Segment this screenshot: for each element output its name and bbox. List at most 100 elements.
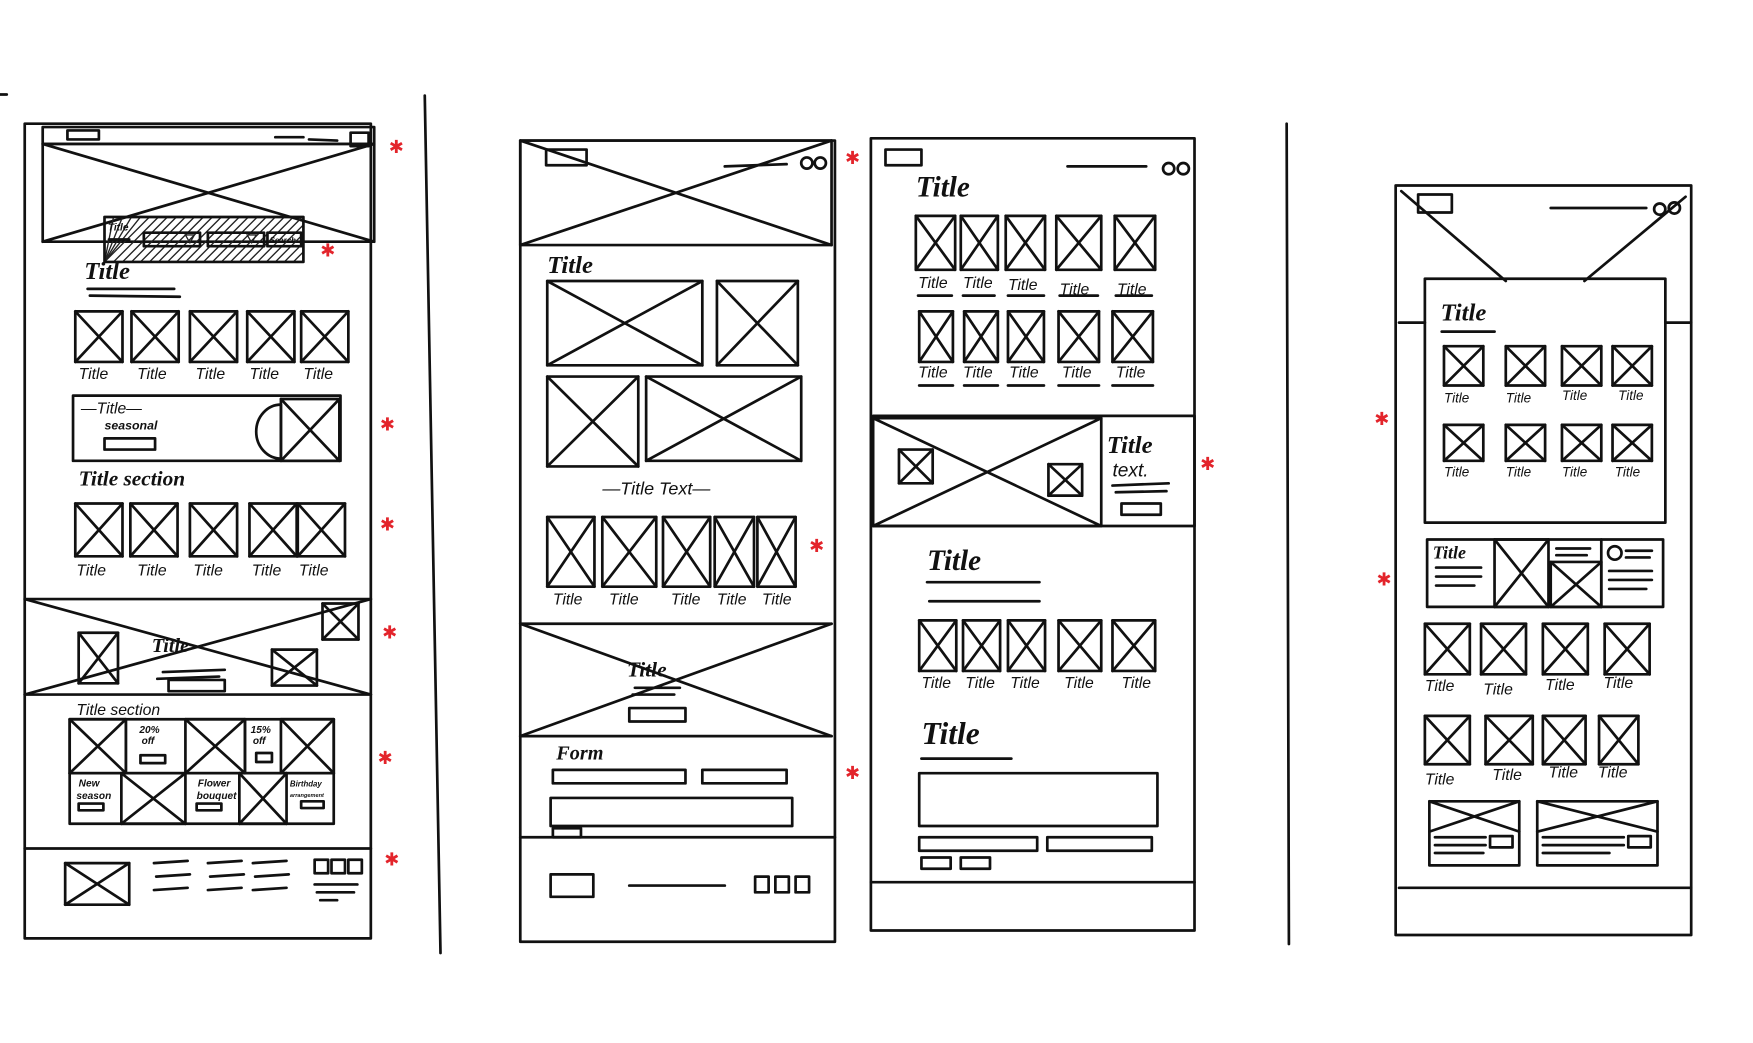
placeholder-frame <box>188 310 239 364</box>
placeholder-cross <box>73 502 124 558</box>
placeholder-cross <box>245 310 296 364</box>
category-label: arrangement <box>290 793 325 799</box>
gallery-image <box>715 279 800 367</box>
placeholder-cross <box>1004 214 1047 272</box>
placeholder-frame <box>1047 462 1084 498</box>
wireframe-4-text: Title Title Title Title Title Title Titl… <box>1425 299 1644 788</box>
promo-button <box>1626 834 1653 849</box>
sketch-line <box>155 675 221 681</box>
product-image <box>1423 714 1472 766</box>
placeholder-frame <box>1484 714 1535 766</box>
banner-button <box>103 436 157 451</box>
banner-image <box>279 397 341 463</box>
placeholder-cross <box>713 515 756 589</box>
sketch-line <box>1111 481 1171 487</box>
placeholder-frame <box>871 416 1103 528</box>
logo-placeholder <box>884 148 923 167</box>
placeholder-cross <box>1006 310 1046 364</box>
product-image <box>1541 714 1587 766</box>
category-button <box>299 799 325 810</box>
placeholder-cross <box>545 515 596 589</box>
card-label: Title <box>1506 390 1531 405</box>
placeholder-cross <box>270 648 319 687</box>
placeholder-cross <box>1560 423 1603 463</box>
offer-button <box>254 751 274 764</box>
annotation-star-icon: ✱ <box>845 763 860 784</box>
placeholder-frame <box>897 448 935 485</box>
category-image <box>238 771 288 826</box>
product-image <box>1423 622 1472 676</box>
account-icon <box>1652 202 1667 217</box>
placeholder-cross <box>545 279 704 367</box>
product-label: Title <box>1121 675 1151 692</box>
search-button-label: Search <box>270 236 296 245</box>
placeholder-frame <box>962 310 1000 364</box>
placeholder-frame <box>1560 423 1603 463</box>
product-image <box>1006 619 1047 673</box>
product-image <box>73 502 124 558</box>
placeholder-cross <box>248 502 299 558</box>
placeholder-frame <box>756 515 797 589</box>
product-image <box>661 515 712 589</box>
cart-icon <box>813 156 828 171</box>
gallery-image <box>545 375 640 468</box>
placeholder-cross <box>73 310 124 364</box>
wireframe-1-frame <box>23 122 373 940</box>
placeholder-frame <box>1442 423 1485 463</box>
discount-label: 20% <box>138 725 159 736</box>
product-image <box>296 502 347 558</box>
product-label: Title <box>1064 675 1094 692</box>
offer-button <box>139 753 167 765</box>
category-card <box>1423 277 1667 524</box>
promo-button <box>167 678 227 693</box>
placeholder-frame <box>296 502 347 558</box>
placeholder-cross <box>1057 619 1103 673</box>
placeholder-frame <box>279 717 336 775</box>
placeholder-cross <box>959 214 1000 272</box>
form-input <box>1045 835 1154 853</box>
placeholder-frame <box>238 771 288 826</box>
form-button <box>920 856 953 871</box>
placeholder-cross <box>756 515 797 589</box>
placeholder-cross <box>644 375 803 463</box>
sketch-line <box>251 886 288 892</box>
feature-title: Title <box>1433 543 1466 563</box>
sketch-line <box>1428 799 1521 833</box>
placeholder-frame <box>1504 344 1547 387</box>
form-input <box>917 835 1039 853</box>
placeholder-frame <box>961 619 1002 673</box>
placeholder-frame <box>715 279 800 367</box>
hatch-line <box>166 216 213 263</box>
placeholder-cross <box>545 375 640 468</box>
page-divider <box>423 94 442 955</box>
promo-image <box>77 631 120 685</box>
hero-image <box>41 142 376 244</box>
hatch-line <box>220 216 267 263</box>
chevron-down-icon <box>184 234 196 245</box>
page-divider <box>1285 122 1291 946</box>
avatar-icon <box>1606 544 1623 562</box>
category-label: season <box>76 791 111 802</box>
product-label: Title <box>918 275 948 292</box>
placeholder-frame <box>1597 714 1640 766</box>
placeholder-cross <box>129 502 179 558</box>
menu-icon <box>349 131 370 148</box>
placeholder-cross <box>120 771 187 826</box>
product-image <box>1057 310 1101 364</box>
category-label: Flower <box>198 779 232 790</box>
product-image <box>756 515 797 589</box>
placeholder-frame <box>1006 619 1047 673</box>
placeholder-frame <box>73 502 124 558</box>
category-image <box>279 717 336 775</box>
placeholder-cross <box>1603 622 1651 676</box>
subheading: —Title Text— <box>601 479 711 499</box>
form-input <box>551 768 687 785</box>
product-image <box>129 502 179 558</box>
placeholder-frame <box>321 602 360 641</box>
search-panel-frame <box>103 215 305 264</box>
product-image <box>1111 619 1157 673</box>
product-label: Title <box>299 562 329 579</box>
placeholder-cross <box>1611 344 1654 387</box>
section-heading: Title <box>1441 299 1487 326</box>
product-label: Title <box>609 592 639 609</box>
